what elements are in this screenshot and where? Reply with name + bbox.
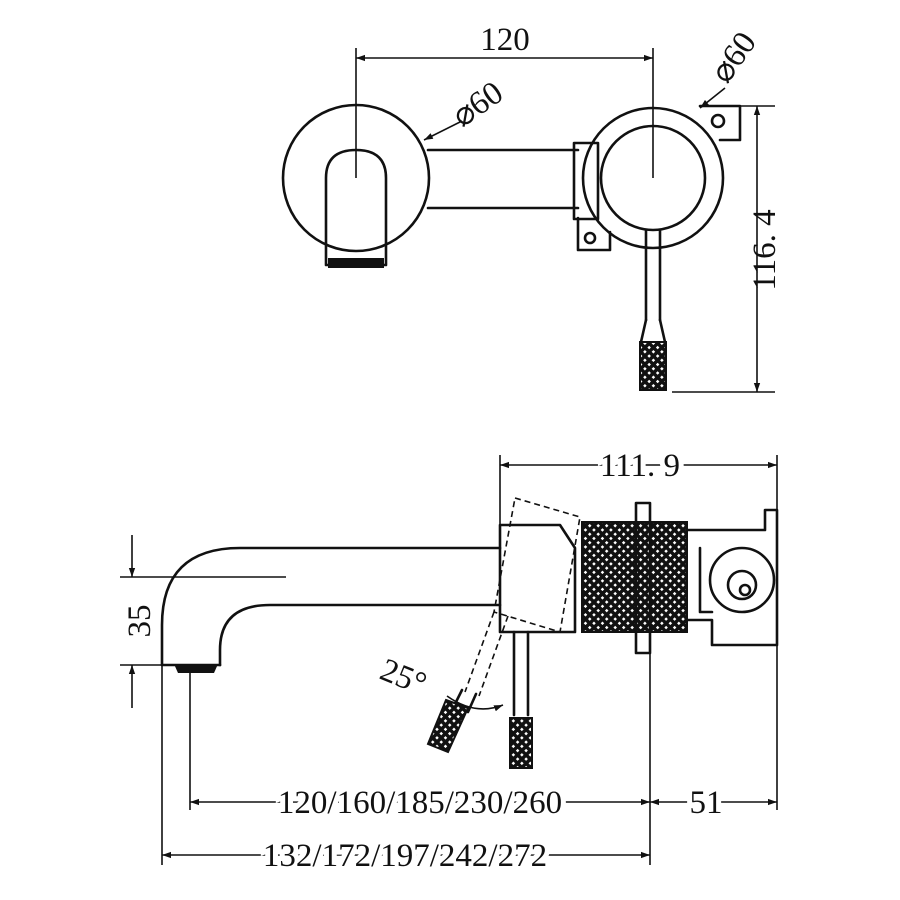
wall-flange [634,501,652,655]
dim-mixer-diameter: ⌀60 [704,26,764,90]
dim-body-depth: 111. 9 [600,448,680,484]
bracket-screw-hole [710,113,726,129]
dim-height: 116. 4 [747,209,783,290]
lever-grip-rotated [426,698,470,754]
spout-side-profile [160,546,502,667]
mounting-bracket [572,141,600,221]
spout-outlet [328,258,384,268]
dim-spacing: 120 [480,22,530,58]
top-view: 120 ⌀60 ⌀60 116. 4 [281,22,783,393]
dim-wall-depth: 51 [690,785,723,821]
bracket-screw-hole [583,231,597,245]
dim-total-lengths: 132/172/197/242/272 [263,838,547,874]
spout-outlet-aerator [174,664,218,673]
lever-rotated-outline [493,496,581,634]
mixer-lever [644,228,662,322]
wall-bracket [685,508,779,647]
mixer-lever-side [512,630,530,717]
angle-arc [446,695,504,712]
dim-spout-lengths: 120/160/185/230/260 [278,785,562,821]
mixer-body [498,523,577,634]
side-view: 25° 111. 9 35 120/160/185/230/260 51 132… [120,443,779,879]
lever-knurled-grip [639,341,667,391]
knurled-collar [581,521,688,633]
dim-lever-angle: 25° [375,652,431,703]
dim-spout-diameter: ⌀60 [446,75,510,135]
dim-spout-drop: 35 [122,605,158,638]
lever-knurled-grip [509,717,533,769]
